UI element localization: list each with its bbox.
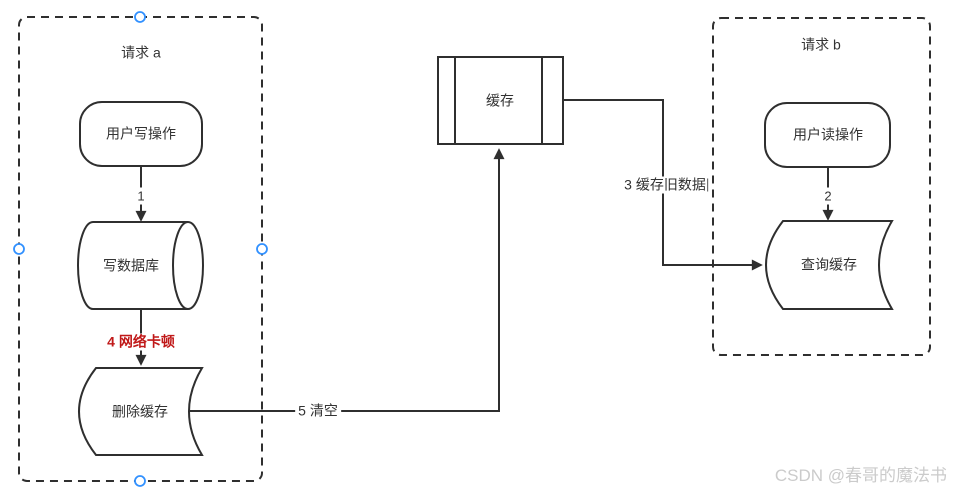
edge-step3-label[interactable]: 3 缓存旧数据 xyxy=(621,176,711,194)
handle-right-icon[interactable] xyxy=(256,243,268,255)
edge-step2-label[interactable]: 2 xyxy=(821,187,835,205)
edge-step1-label[interactable]: 1 xyxy=(134,187,148,205)
selection-handles xyxy=(13,11,268,487)
edge-step5[interactable] xyxy=(189,148,505,412)
group-a-title[interactable]: 请求 a xyxy=(121,44,161,61)
node-user-write-label[interactable]: 用户写操作 xyxy=(106,125,176,142)
watermark: CSDN @春哥的魔法书 xyxy=(774,466,947,485)
node-query-cache-label[interactable]: 查询缓存 xyxy=(801,256,857,273)
node-delete-cache[interactable] xyxy=(78,367,204,456)
node-write-db[interactable] xyxy=(77,221,204,310)
node-user-read-label[interactable]: 用户读操作 xyxy=(793,126,863,143)
handle-bottom-icon[interactable] xyxy=(134,475,146,487)
text-cursor xyxy=(706,178,708,192)
node-query-cache[interactable] xyxy=(765,220,894,310)
node-cache[interactable] xyxy=(437,56,564,145)
node-cache-label[interactable]: 缓存 xyxy=(486,92,514,109)
group-b-title[interactable]: 请求 b xyxy=(801,36,841,53)
node-write-db-label[interactable]: 写数据库 xyxy=(103,257,159,274)
edge-step5-label[interactable]: 5 清空 xyxy=(295,402,341,420)
node-delete-cache-label[interactable]: 删除缓存 xyxy=(112,403,168,420)
group-request-b[interactable] xyxy=(712,17,931,356)
edge-step4-label[interactable]: 4 网络卡顿 xyxy=(104,333,178,351)
handle-left-icon[interactable] xyxy=(13,243,25,255)
handle-top-icon[interactable] xyxy=(134,11,146,23)
